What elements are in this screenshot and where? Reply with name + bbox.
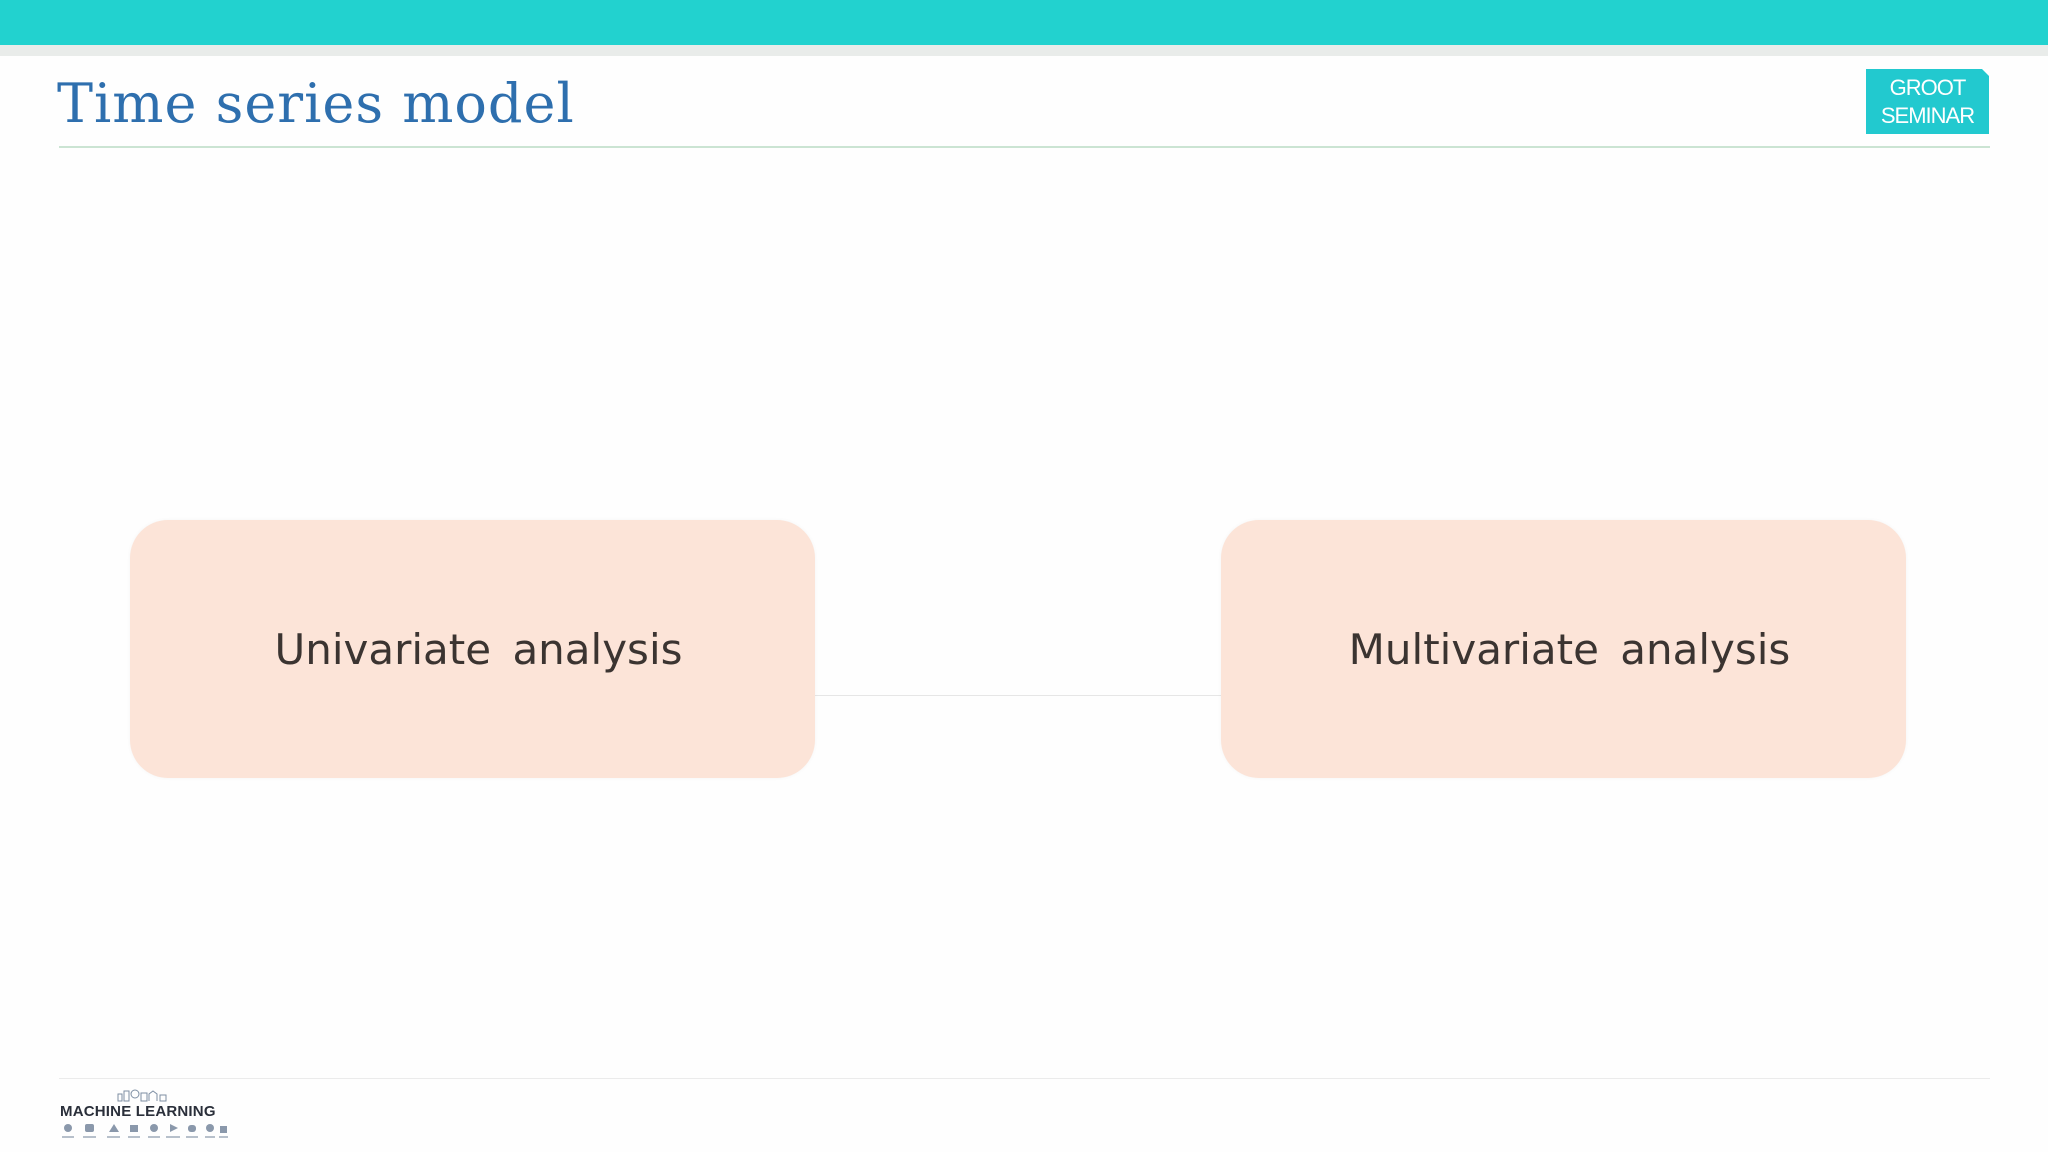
node-connector-line: [815, 695, 1221, 696]
node-multivariate-label: Multivariate analysis: [1348, 624, 1791, 674]
seminar-badge: GROOT SEMINAR: [1866, 69, 1989, 134]
skyline-icon: [117, 1089, 167, 1102]
logo-text: MACHINE LEARNING: [60, 1103, 216, 1120]
slide-title: Time series model: [57, 72, 575, 135]
badge-line-1: GROOT: [1889, 74, 1967, 100]
top-accent-shadow: [0, 45, 2048, 56]
badge-line-2: SEMINAR: [1880, 102, 1975, 128]
badge-corner-notch: [1982, 69, 1989, 76]
top-accent-bar: [0, 0, 2048, 45]
ml-topic-icons: [62, 1124, 228, 1138]
footer-divider: [59, 1078, 1990, 1079]
node-univariate: Univariate analysis: [130, 520, 815, 778]
machine-learning-logo: MACHINE LEARNING: [58, 1086, 228, 1142]
node-univariate-label: Univariate analysis: [274, 624, 683, 674]
node-multivariate: Multivariate analysis: [1221, 520, 1906, 778]
title-divider: [59, 146, 1990, 148]
